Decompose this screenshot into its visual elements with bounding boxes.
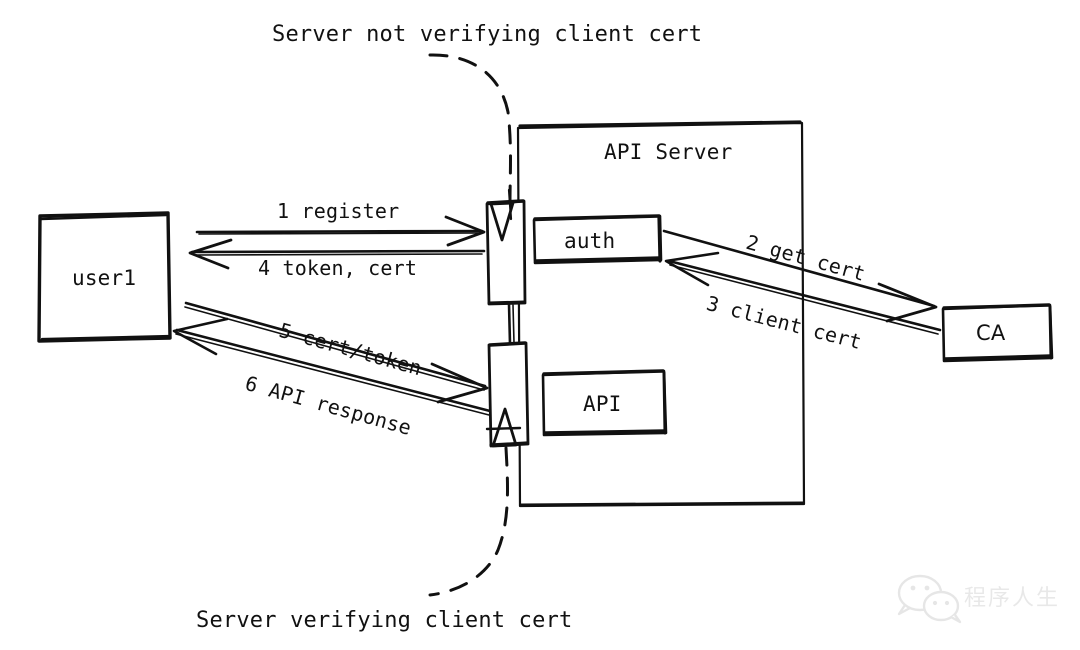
- message-label-4-token-cert: 4 token, cert: [258, 256, 418, 280]
- dashed-callout-bottom: [428, 446, 510, 597]
- node-label-user1: user1: [72, 266, 137, 290]
- node-label-api: API: [583, 392, 622, 416]
- node-label-api-server: API Server: [604, 140, 733, 164]
- message-arrow-4-token-cert: [188, 238, 486, 270]
- node-user1-shape: [37, 211, 172, 343]
- activation-connector: [507, 302, 515, 346]
- message-arrow-6-api-response: [172, 317, 492, 416]
- node-label-auth: auth: [564, 229, 616, 253]
- callout-label-top: Server not verifying client cert: [272, 22, 703, 47]
- node-label-ca: CA: [976, 321, 1006, 345]
- message-arrow-5-cert-token: [184, 301, 489, 404]
- watermark: 程序人生: [964, 580, 1060, 612]
- node-api-shape: [541, 369, 668, 437]
- message-arrow-3-client-cert: [664, 251, 942, 335]
- node-auth-shape: [532, 214, 663, 265]
- dashed-callout-top: [428, 53, 512, 203]
- message-arrow-2-get-cert: [662, 229, 938, 323]
- activation-bar-lower: [485, 341, 530, 448]
- callout-label-bottom: Server verifying client cert: [196, 608, 573, 633]
- message-label-1-register: 1 register: [277, 199, 400, 223]
- watermark-text: 程序人生: [964, 586, 1061, 611]
- message-arrow-1-register: [195, 215, 486, 247]
- node-ca-shape: [941, 303, 1054, 363]
- wechat-icon: [897, 574, 962, 624]
- activation-bar-upper: [485, 188, 527, 306]
